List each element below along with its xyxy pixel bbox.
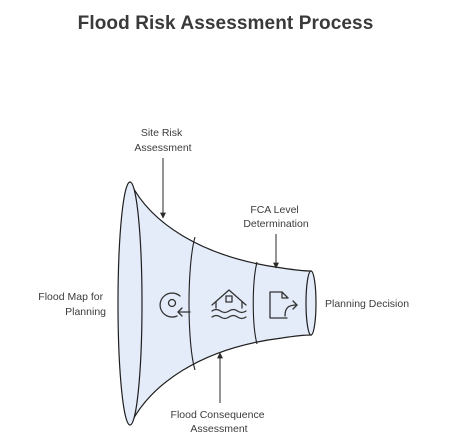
diagram-title: Flood Risk Assessment Process	[77, 13, 374, 34]
label-flood-consequence: Flood Consequence Assessment	[171, 409, 268, 435]
label-site-risk: Site Risk Assessment	[134, 127, 191, 154]
funnel-mouth	[117, 181, 143, 426]
label-flood-map: Flood Map for Planning	[38, 291, 106, 318]
funnel-outlet	[305, 270, 317, 336]
funnel-divider-1	[188, 236, 196, 371]
flood-house-icon	[211, 289, 247, 320]
label-fca-level: FCA Level Determination	[243, 204, 309, 230]
refresh-icon	[159, 292, 191, 318]
document-share-icon	[269, 291, 298, 319]
label-planning-decision: Planning Decision	[325, 298, 409, 310]
funnel-divider-2	[252, 261, 258, 345]
